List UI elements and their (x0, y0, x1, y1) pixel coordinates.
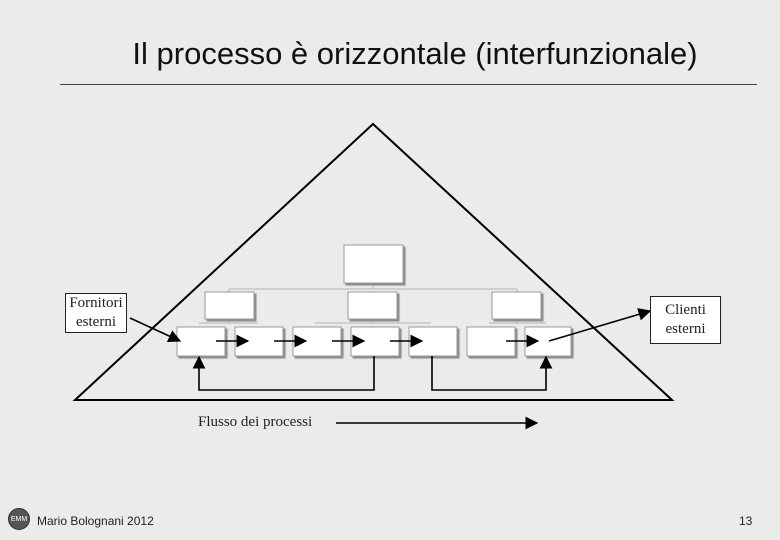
supplier-arrow (129, 317, 182, 343)
organization-pyramid (72, 122, 675, 401)
org-chart-boxes (176, 244, 572, 357)
external-customers-label: Clienti esterni (650, 296, 721, 344)
customer-arrow (548, 308, 652, 342)
logo: EMM (8, 508, 30, 530)
process-flow-label: Flusso dei processi (198, 414, 313, 430)
loop-arrow-right (431, 355, 553, 391)
org-box-top (343, 244, 404, 284)
org-box-mid-left (204, 291, 255, 320)
org-chart-connectors (199, 283, 546, 324)
footer-author: Mario Bolognani 2012 (37, 514, 154, 528)
title-divider (60, 84, 757, 85)
external-suppliers-label: Fornitori esterni (65, 293, 127, 333)
slide-title: Il processo è orizzontale (interfunziona… (132, 36, 698, 71)
org-box-mid-center (347, 291, 398, 320)
loop-arrow-left (192, 355, 375, 391)
page-number: 13 (739, 514, 753, 528)
org-box-mid-right (491, 291, 542, 320)
process-flow-arrows (129, 308, 652, 430)
